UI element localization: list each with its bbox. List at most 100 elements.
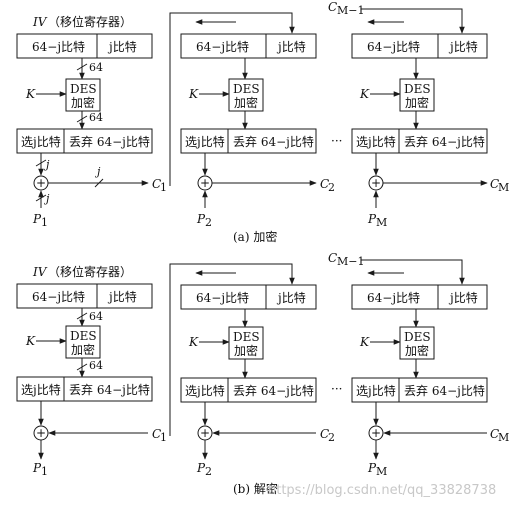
key-label: K (25, 334, 36, 348)
decrypt-stage-m: 64−j比特 j比特 DES 加密 K 选j比特 丢弃 64−j比特 + C M… (351, 284, 509, 478)
register-right-label: j比特 (107, 39, 137, 54)
register-left-label: 64−j比特 (32, 289, 85, 304)
register-left-label: 64−j比特 (196, 290, 249, 305)
decrypt-section: IV （移位寄存器） 64−j比特 j比特 64 DES 加密 K 64 选j比… (16, 251, 509, 496)
select-label: 选j比特 (185, 383, 225, 398)
xor-symbol: + (371, 426, 381, 440)
width-label: 64 (89, 310, 103, 323)
iv-note: （移位寄存器） (48, 264, 132, 279)
des-block (228, 326, 264, 360)
iv-note: （移位寄存器） (48, 14, 132, 29)
iv-label: IV (32, 265, 48, 279)
register-right-label: j比特 (276, 39, 306, 54)
plaintext-sub: 2 (205, 216, 212, 229)
encrypt-caption: (a) 加密 (233, 229, 277, 244)
width-label: j (43, 158, 50, 171)
feedback-line (361, 259, 465, 285)
decrypt-stage-2: 64−j比特 j比特 DES 加密 K 选j比特 丢弃 64−j比特 + C 2… (180, 284, 335, 478)
key-label: K (359, 87, 370, 101)
encrypt-stage-2: 64−j比特 j比特 DES 加密 K 选j比特 丢弃 64−j比特 + P 2… (180, 33, 335, 229)
plaintext-sub: M (376, 465, 387, 478)
ciphertext-sub: 1 (160, 431, 167, 444)
select-label: 选j比特 (21, 134, 61, 149)
encrypt-section: IV （移位寄存器） 64−j比特 j比特 64 DES 加密 K 64 选j比… (16, 0, 509, 244)
key-label: K (25, 87, 36, 101)
shift-register (351, 33, 488, 59)
discard-label: 丢弃 64−j比特 (69, 134, 150, 149)
plaintext-label: P (32, 461, 42, 475)
watermark: https://blog.csdn.net/qq_33828738 (268, 483, 496, 498)
prev-ciphertext-label: C (328, 251, 337, 265)
des-block (399, 78, 435, 112)
plaintext-label: P (32, 212, 42, 226)
shift-register (16, 33, 153, 59)
register-left-label: 64−j比特 (32, 39, 85, 54)
width-label: j (43, 192, 50, 205)
des-sub-label: 加密 (71, 95, 95, 110)
key-label: K (359, 335, 370, 349)
decrypt-stage-1: 64−j比特 j比特 64 DES 加密 K 64 选j比特 丢弃 64−j比特… (16, 283, 167, 478)
prev-ciphertext-label: C (328, 0, 337, 14)
xor-symbol: + (200, 426, 210, 440)
select-label: 选j比特 (21, 382, 61, 397)
plaintext-label: P (367, 212, 377, 226)
plaintext-label: P (196, 461, 206, 475)
register-right-label: j比特 (448, 39, 478, 54)
des-block (65, 325, 101, 359)
register-left-label: 64−j比特 (367, 290, 420, 305)
plaintext-sub: M (376, 216, 387, 229)
register-right-label: j比特 (448, 290, 478, 305)
ciphertext-label: C (320, 427, 329, 441)
select-register (351, 128, 488, 154)
plaintext-sub: 1 (41, 465, 48, 478)
des-sub-label: 加密 (71, 342, 95, 357)
ciphertext-label: C (490, 427, 499, 441)
register-right-label: j比特 (107, 289, 137, 304)
plaintext-label: P (367, 461, 377, 475)
key-label: K (188, 335, 199, 349)
select-register (16, 128, 153, 154)
xor-symbol: + (36, 426, 46, 440)
prev-ciphertext-sub: M−1 (337, 255, 364, 268)
feedback-line (361, 8, 465, 34)
ciphertext-sub: 1 (160, 181, 167, 194)
plaintext-sub: 2 (205, 465, 212, 478)
ciphertext-label: C (152, 177, 161, 191)
discard-label: 丢弃 64−j比特 (404, 134, 485, 149)
shift-register (180, 284, 317, 310)
des-label: DES (404, 82, 431, 96)
select-register (16, 376, 153, 402)
discard-label: 丢弃 64−j比特 (404, 383, 485, 398)
width-label: 64 (89, 61, 103, 74)
des-label: DES (404, 330, 431, 344)
ciphertext-label: C (152, 427, 161, 441)
width-label: j (94, 165, 101, 178)
width-label: 64 (89, 111, 103, 124)
feedback-line (169, 12, 295, 186)
width-label: 64 (89, 359, 103, 372)
select-register (351, 377, 488, 403)
ciphertext-sub: 2 (328, 181, 335, 194)
xor-symbol: + (200, 176, 210, 190)
ellipsis: ··· (331, 382, 342, 396)
plaintext-label: P (196, 212, 206, 226)
des-sub-label: 加密 (405, 95, 429, 110)
encrypt-stage-1: 64−j比特 j比特 64 DES 加密 K 64 选j比特 丢弃 64−j比特… (16, 33, 167, 229)
prev-ciphertext-sub: M−1 (337, 4, 364, 17)
shift-register (351, 284, 488, 310)
register-left-label: 64−j比特 (367, 39, 420, 54)
feedback-line (169, 263, 295, 436)
discard-label: 丢弃 64−j比特 (233, 383, 314, 398)
iv-label: IV (32, 15, 48, 29)
des-sub-label: 加密 (234, 95, 258, 110)
ciphertext-sub: M (498, 181, 509, 194)
des-sub-label: 加密 (234, 343, 258, 358)
select-register (180, 128, 317, 154)
select-register (180, 377, 317, 403)
select-label: 选j比特 (356, 134, 396, 149)
select-label: 选j比特 (356, 383, 396, 398)
register-right-label: j比特 (276, 290, 306, 305)
ciphertext-label: C (490, 177, 499, 191)
